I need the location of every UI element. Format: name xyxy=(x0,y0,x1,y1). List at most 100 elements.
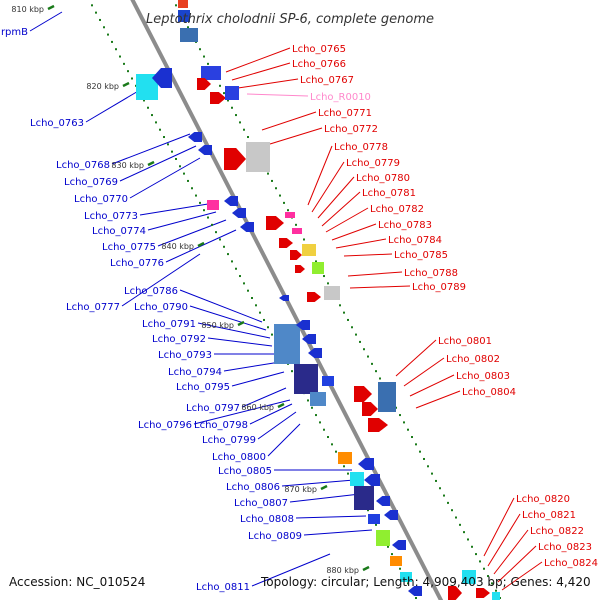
forward-gene-arrow xyxy=(362,402,378,416)
reverse-leader-line xyxy=(207,337,273,347)
map-title: Leptothrix cholodnii SP-6, complete geno… xyxy=(146,12,434,27)
inner-dot xyxy=(259,311,261,314)
outer-dot xyxy=(483,567,485,570)
inner-dot xyxy=(211,223,213,226)
reverse-gene-label: Lcho_0793 xyxy=(158,350,212,361)
forward-gene-label: Lcho_0767 xyxy=(300,75,354,86)
outer-dot xyxy=(443,494,445,497)
outer-dot xyxy=(439,487,441,490)
reverse-leader-line xyxy=(139,203,209,216)
tick-label: 810 kbp xyxy=(11,5,44,14)
inner-dot xyxy=(115,48,117,51)
reverse-leader-line xyxy=(165,229,237,263)
forward-leader-line xyxy=(321,191,361,227)
forward-gene-label: Lcho_0779 xyxy=(346,158,400,169)
reverse-leader-line xyxy=(29,11,63,32)
reverse-gene-arrow xyxy=(198,145,212,155)
inner-dot xyxy=(391,553,393,556)
reverse-gene-label: Lcho_0768 xyxy=(56,160,110,171)
gene-box xyxy=(378,382,396,412)
tick-mark xyxy=(277,402,285,409)
inner-dot xyxy=(267,326,269,329)
tick-mark xyxy=(122,81,130,88)
gene-features xyxy=(136,0,500,600)
forward-leader-line xyxy=(409,374,455,397)
forward-gene-arrow xyxy=(224,148,246,170)
inner-dot xyxy=(91,4,93,7)
forward-gene-label: Lcho_0782 xyxy=(370,204,424,215)
gene-box xyxy=(492,592,500,600)
gene-box xyxy=(462,570,476,584)
reverse-gene-label: Lcho_0798 xyxy=(194,420,248,431)
inner-dot xyxy=(195,194,197,197)
inner-dot xyxy=(311,406,313,409)
outer-dot xyxy=(271,179,273,182)
forward-gene-arrow xyxy=(210,92,226,104)
reverse-gene-arrow xyxy=(224,196,238,206)
gene-box xyxy=(294,364,318,394)
outer-dot xyxy=(475,553,477,556)
forward-leader-line xyxy=(325,207,369,233)
reverse-gene-arrow xyxy=(152,68,172,88)
reverse-leader-line xyxy=(111,133,191,165)
outer-dot xyxy=(175,4,177,7)
forward-gene-arrow xyxy=(279,238,293,248)
reverse-gene-arrow xyxy=(308,348,322,358)
inner-dot xyxy=(151,114,153,117)
forward-gene-arrow xyxy=(197,78,211,90)
inner-dot xyxy=(171,150,173,153)
forward-gene-arrow xyxy=(368,418,388,432)
outer-dot xyxy=(451,509,453,512)
gene-box xyxy=(201,66,221,80)
outer-dot xyxy=(411,436,413,439)
reverse-leader-line xyxy=(249,403,293,425)
inner-dot xyxy=(159,128,161,131)
inner-dot xyxy=(307,399,309,402)
reverse-gene-arrow xyxy=(296,320,310,330)
inner-dot xyxy=(223,245,225,248)
inner-dot xyxy=(167,143,169,146)
forward-gene-label: Lcho_0822 xyxy=(530,526,584,537)
inner-dot xyxy=(179,165,181,168)
inner-dot xyxy=(219,238,221,241)
outer-dot xyxy=(267,172,269,175)
tick-mark xyxy=(237,320,245,327)
accession-text: Accession: NC_010524 xyxy=(9,575,145,589)
inner-dot xyxy=(107,33,109,36)
reverse-gene-label: Lcho_0786 xyxy=(124,286,178,297)
inner-dot xyxy=(347,472,349,475)
gene-box xyxy=(292,228,302,234)
inner-dot xyxy=(375,523,377,526)
reverse-gene-label: Lcho_0775 xyxy=(102,242,156,253)
outer-dot xyxy=(487,575,489,578)
reverse-gene-label: Lcho_0806 xyxy=(226,482,280,493)
gene-box xyxy=(207,200,219,210)
reverse-gene-label: Lcho_0808 xyxy=(240,514,294,525)
forward-gene-label: Lcho_0785 xyxy=(394,250,448,261)
forward-leader-line xyxy=(311,161,345,213)
inner-dot xyxy=(123,62,125,65)
forward-gene-label: Lcho_0772 xyxy=(324,124,378,135)
reverse-leader-line xyxy=(223,361,281,372)
outer-dot xyxy=(399,414,401,417)
forward-gene-label: Lcho_0771 xyxy=(318,108,372,119)
outer-dot xyxy=(227,99,229,102)
reverse-gene-label: Lcho_0796 xyxy=(138,420,192,431)
inner-dot xyxy=(155,121,157,124)
tick-label: 820 kbp xyxy=(86,82,119,91)
forward-gene-label: Lcho_0801 xyxy=(438,336,492,347)
reverse-gene-label: Lcho_0791 xyxy=(142,319,196,330)
reverse-gene-label: Lcho_0769 xyxy=(64,177,118,188)
outer-dot xyxy=(471,545,473,548)
outer-dot xyxy=(367,355,369,358)
outer-dot xyxy=(219,84,221,87)
outer-dot xyxy=(327,282,329,285)
forward-leader-line xyxy=(246,93,309,97)
inner-dot xyxy=(331,443,333,446)
gene-box xyxy=(354,486,374,510)
gene-box xyxy=(350,472,364,486)
forward-gene-label: Lcho_0781 xyxy=(362,188,416,199)
reverse-gene-arrow xyxy=(240,222,254,232)
forward-leader-line xyxy=(231,62,291,81)
outer-dot xyxy=(359,340,361,343)
